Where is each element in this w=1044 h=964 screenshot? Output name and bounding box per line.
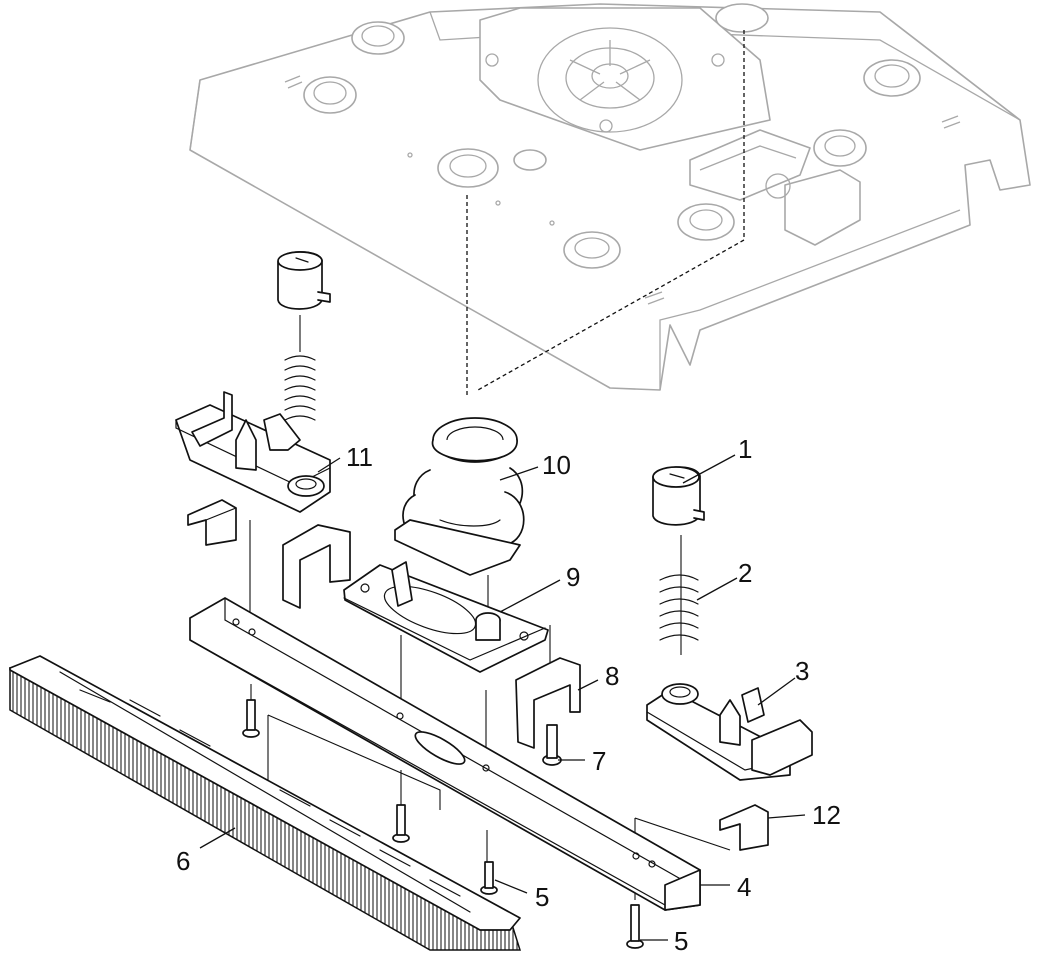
center-u-clip — [282, 524, 351, 609]
part-6-brush-strip — [9, 655, 522, 951]
leader-lines — [199, 454, 806, 941]
callout-6: 6 — [176, 846, 190, 876]
left-clip — [187, 499, 237, 546]
callout-4: 4 — [737, 872, 751, 902]
part-11-left-actuator — [175, 251, 331, 513]
callout-10: 10 — [542, 450, 571, 480]
callout-5-middle: 5 — [535, 882, 549, 912]
screw-5-left — [242, 699, 260, 738]
callout-labels: 1 2 3 4 5 5 6 7 8 9 10 11 12 — [176, 434, 841, 956]
part-3-switch-bracket — [646, 683, 813, 781]
callout-12: 12 — [812, 800, 841, 830]
part-10-bellows — [394, 417, 525, 576]
part-2-spring — [659, 574, 699, 641]
callout-3: 3 — [795, 656, 809, 686]
part-8-u-bracket — [515, 657, 581, 749]
screw-7 — [542, 724, 562, 766]
callout-5-bottom: 5 — [674, 926, 688, 956]
callout-1: 1 — [738, 434, 752, 464]
part-1-knob — [652, 466, 705, 526]
callout-2: 2 — [738, 558, 752, 588]
part-12-clip — [719, 804, 769, 851]
callout-7: 7 — [592, 746, 606, 776]
callout-8: 8 — [605, 661, 619, 691]
callout-9: 9 — [566, 562, 580, 592]
housing-base-ghost — [189, 3, 1031, 391]
screw-5-bottom — [626, 904, 644, 949]
callout-11: 11 — [346, 442, 373, 472]
screw-center — [392, 804, 410, 843]
part-4-channel-bar — [189, 597, 701, 911]
screw-5-middle — [480, 861, 498, 895]
part-9-mounting-plate — [343, 561, 549, 673]
